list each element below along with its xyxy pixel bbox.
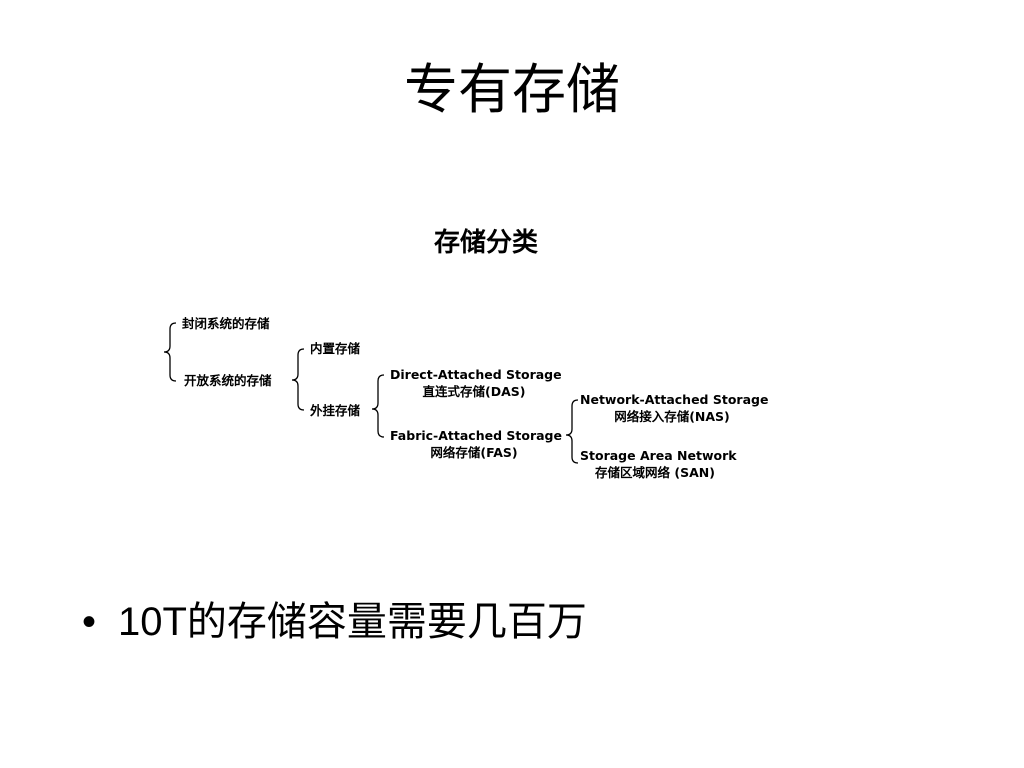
bullet-text: 10T的存储容量需要几百万	[118, 600, 587, 644]
node-external-storage: 外挂存储	[309, 403, 361, 418]
node-fas-cn: 网络存储(FAS)	[430, 445, 517, 460]
node-san-cn: 存储区域网络 (SAN)	[594, 465, 715, 480]
bullet-item: • 10T的存储容量需要几百万	[82, 598, 587, 646]
brace-level-2	[291, 348, 305, 411]
node-closed-system: 封闭系统的存储	[182, 316, 270, 331]
bullet-dot: •	[82, 600, 97, 644]
node-nas-cn: 网络接入存储(NAS)	[614, 409, 730, 424]
brace-level-4	[565, 399, 579, 464]
brace-level-3	[371, 374, 385, 438]
node-das-cn: 直连式存储(DAS)	[423, 384, 526, 399]
node-internal-storage: 内置存储	[310, 341, 361, 356]
slide-title: 专有存储	[404, 58, 620, 121]
node-nas-en: Network-Attached Storage	[580, 392, 768, 407]
node-fas-en: Fabric-Attached Storage	[390, 428, 562, 443]
node-san-en: Storage Area Network	[580, 448, 737, 463]
brace-level-1	[163, 322, 177, 382]
diagram-title: 存储分类	[434, 227, 538, 258]
node-das-en: Direct-Attached Storage	[390, 367, 562, 382]
node-open-system: 开放系统的存储	[184, 373, 272, 388]
